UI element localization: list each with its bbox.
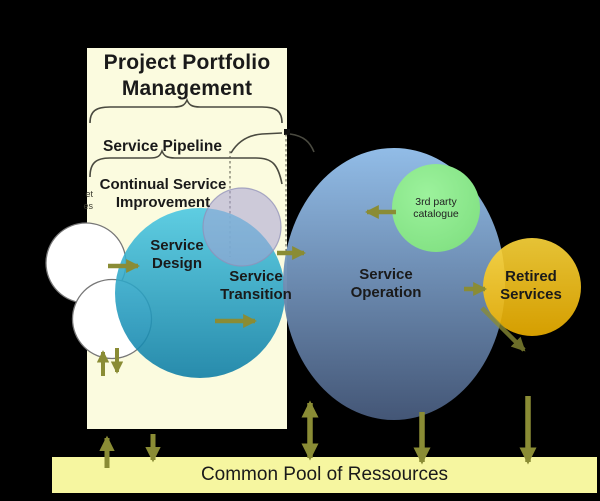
service-operation-line1: Service [359, 266, 413, 283]
service-design-label: Service Design [117, 237, 237, 273]
third-party-line1: 3rd party [415, 196, 457, 208]
service-design-line1: Service [150, 237, 204, 254]
service-transition-label: Service Transition [196, 268, 316, 304]
service-transition-circle [202, 187, 282, 267]
clipped-left-line2: es [83, 201, 93, 211]
clipped-left-line1: et [85, 189, 93, 199]
service-design-line2: Design [151, 255, 202, 272]
brace-junction-dot [284, 129, 290, 135]
common-pool-bar [52, 457, 597, 493]
service-operation-label: Service Operation [326, 266, 446, 302]
flow-arrows [96, 205, 537, 468]
retired-services-label: Retired Services [471, 268, 591, 304]
third-party-catalogue-label: 3rd party catalogue [396, 196, 476, 220]
csi-line1: Continual Service [99, 176, 227, 193]
retired-services-line1: Retired [505, 268, 557, 285]
ppm-title-line1: Project Portfolio [103, 51, 271, 74]
common-pool-label: Common Pool of Ressources [200, 464, 449, 485]
retired-services-circle [483, 238, 581, 336]
service-pipeline-label: Service Pipeline [103, 138, 222, 155]
csi-label: Continual Service Improvement [88, 176, 238, 212]
clipped-left-text: et es [76, 188, 93, 212]
third-party-catalogue-circle [392, 164, 480, 252]
service-transition-line1: Service [229, 268, 283, 285]
brace-under-ppm-title [89, 97, 283, 124]
arrow-retired-out-diagonal [480, 306, 526, 352]
ppm-title-line2: Management [121, 77, 253, 100]
retired-services-line2: Services [500, 286, 562, 303]
service-operation-line2: Operation [350, 284, 422, 301]
csi-line2: Improvement [115, 194, 211, 211]
brace-right-arm [230, 132, 315, 154]
third-party-line2: catalogue [413, 208, 459, 220]
brace-under-pipeline [89, 148, 283, 185]
ppm-title: Project Portfolio Management [87, 50, 287, 102]
service-transition-line2: Transition [220, 286, 292, 303]
